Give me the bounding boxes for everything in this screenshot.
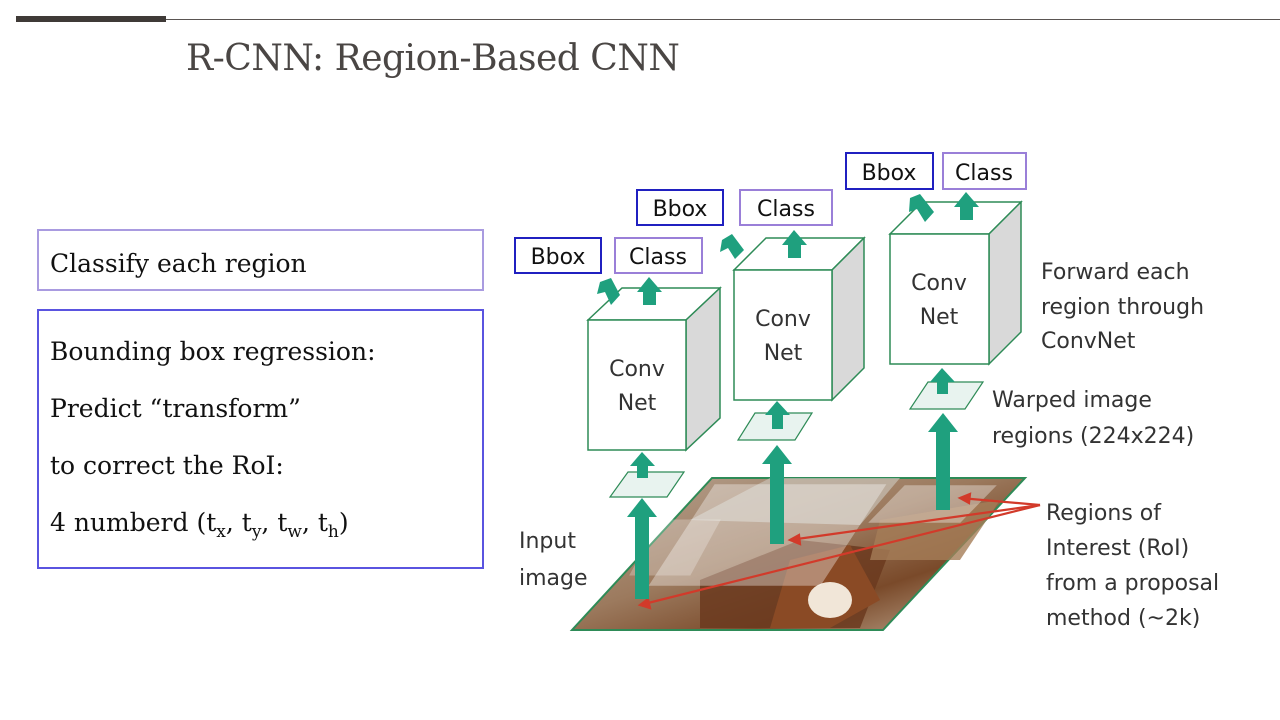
roi-line-2: Interest (RoI) <box>1046 536 1189 561</box>
param-tw: tw <box>277 508 302 542</box>
roi-pointer-lines <box>637 492 1041 610</box>
input-to-warped-arrows <box>627 413 958 599</box>
class-label-1: Class <box>629 245 687 270</box>
forward-line-2: region through <box>1041 295 1204 320</box>
bbox-label-2: Bbox <box>653 197 708 222</box>
output-labels-1: Bbox Class <box>514 237 703 274</box>
top-rule-thin <box>166 19 1280 20</box>
roi-annotation: Regions of Interest (RoI) from a proposa… <box>1046 501 1219 631</box>
cube-2-label-top: Conv <box>755 307 811 332</box>
bbox-regression-box: Bounding box regression: Predict “transf… <box>37 309 484 569</box>
class-label-2: Class <box>757 197 815 222</box>
input-image <box>569 477 1028 631</box>
bbox-label-3: Bbox <box>862 161 917 186</box>
forward-annotation: Forward each region through ConvNet <box>1041 260 1204 354</box>
classify-text: Classify each region <box>50 249 307 278</box>
cube-1-label-bottom: Net <box>618 391 657 416</box>
forward-line-3: ConvNet <box>1041 329 1136 354</box>
input-annotation: Input image <box>519 529 588 591</box>
output-arrows <box>597 192 979 305</box>
roi-line-4: method (~2k) <box>1046 606 1200 631</box>
roi-line-3: from a proposal <box>1046 571 1219 596</box>
cube-2-label-bottom: Net <box>764 341 803 366</box>
cube-3-label-bottom: Net <box>920 305 959 330</box>
regression-line-3: to correct the RoI: <box>50 451 284 480</box>
classify-box: Classify each region <box>37 229 484 291</box>
param-tx: tx <box>206 508 226 542</box>
numbered-prefix: 4 numberd ( <box>50 508 207 537</box>
output-labels-2: Bbox Class <box>636 189 833 226</box>
warped-to-conv-arrows <box>630 368 955 478</box>
convnet-cube-3: Conv Net <box>888 200 1023 366</box>
bbox-label-1: Bbox <box>531 245 586 270</box>
warped-line-2: regions (224x224) <box>992 424 1194 449</box>
slide-title: R-CNN: Region-Based CNN <box>186 38 680 79</box>
warped-line-1: Warped image <box>992 388 1152 413</box>
regression-line-1: Bounding box regression: <box>50 337 376 366</box>
convnet-cube-1: Conv Net <box>586 286 722 452</box>
top-rule-thick <box>16 16 166 22</box>
output-labels-3: Bbox Class <box>845 152 1027 190</box>
warped-annotation: Warped image regions (224x224) <box>992 388 1194 449</box>
param-ty: ty <box>241 508 262 542</box>
cube-1-label-top: Conv <box>609 357 665 382</box>
forward-line-1: Forward each <box>1041 260 1190 285</box>
regression-line-2: Predict “transform” <box>50 394 301 423</box>
input-line-2: image <box>519 566 588 591</box>
param-th: th <box>317 508 339 542</box>
roi-line-1: Regions of <box>1046 501 1162 526</box>
numbered-suffix: ) <box>338 508 349 537</box>
input-line-1: Input <box>519 529 576 554</box>
regression-line-4: 4 numberd (tx, ty, tw, th) <box>50 508 349 542</box>
class-label-3: Class <box>955 161 1013 186</box>
convnet-cube-2: Conv Net <box>732 236 866 402</box>
cube-3-label-top: Conv <box>911 271 967 296</box>
